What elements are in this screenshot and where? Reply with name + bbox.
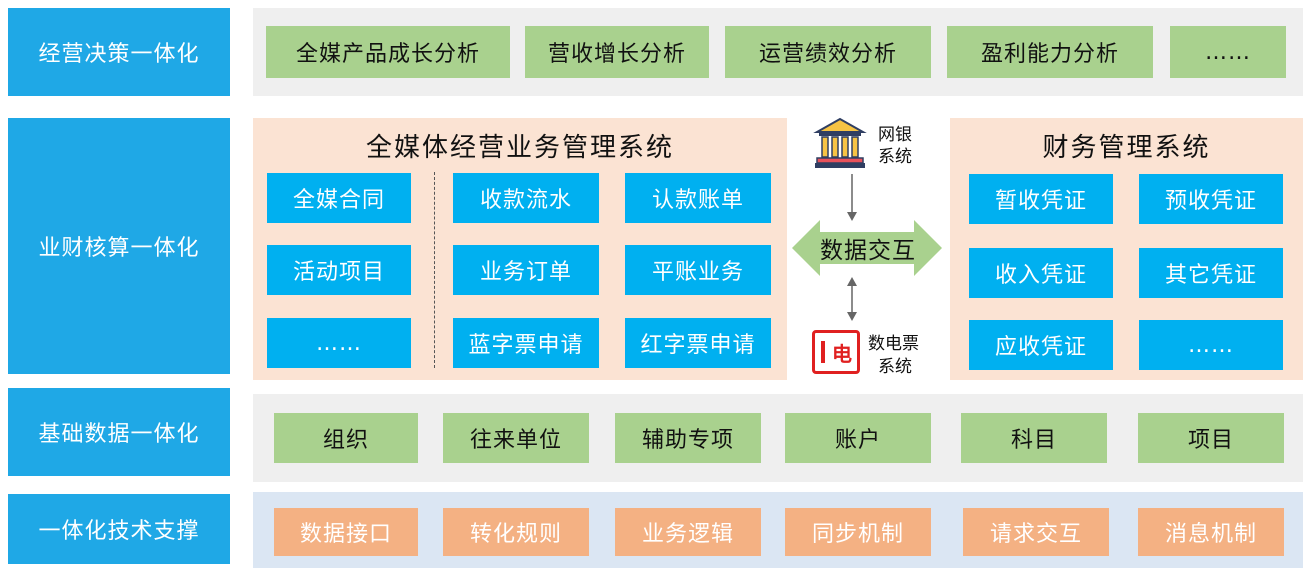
base-data-item: 组织 [274, 413, 418, 463]
business-item: 蓝字票申请 [453, 318, 599, 368]
base-data-item: 项目 [1138, 413, 1284, 463]
einvoice-icon-bar [821, 341, 825, 363]
analysis-item: 运营绩效分析 [725, 26, 931, 78]
business-item: 平账业务 [625, 245, 771, 295]
finance-item: 收入凭证 [969, 248, 1113, 298]
business-item: 活动项目 [267, 245, 411, 295]
bank-label: 网银 [878, 125, 912, 145]
finance-item: …… [1139, 320, 1283, 370]
tech-item: 转化规则 [443, 508, 589, 556]
finance-system-title: 财务管理系统 [1042, 132, 1211, 163]
base-data-item: 科目 [961, 413, 1107, 463]
business-item: 红字票申请 [625, 318, 771, 368]
business-item: …… [267, 318, 411, 368]
einvoice-label: 系统 [878, 357, 912, 377]
finance-item: 其它凭证 [1139, 248, 1283, 298]
base-data-panel [253, 394, 1303, 482]
einvoice-icon-text: 电 [832, 341, 852, 366]
analysis-item: 营收增长分析 [525, 26, 709, 78]
tech-item: 请求交互 [963, 508, 1109, 556]
bank-icon [813, 117, 867, 168]
tech-item: 数据接口 [274, 508, 418, 556]
analysis-item: …… [1170, 26, 1286, 78]
bank-label: 系统 [878, 147, 912, 167]
business-item: 全媒合同 [267, 173, 411, 223]
analysis-item: 全媒产品成长分析 [266, 26, 510, 78]
einvoice-icon: 电 [812, 330, 860, 374]
finance-item: 预收凭证 [1139, 174, 1283, 224]
row-label-accounting: 业财核算一体化 [8, 118, 230, 374]
base-data-item: 辅助专项 [615, 413, 761, 463]
tech-item: 消息机制 [1138, 508, 1284, 556]
business-system-title: 全媒体经营业务管理系统 [365, 132, 674, 163]
row-label-decision: 经营决策一体化 [8, 8, 230, 96]
finance-item: 应收凭证 [969, 320, 1113, 370]
exchange-label: 数据交互 [820, 238, 916, 264]
business-item: 认款账单 [625, 173, 771, 223]
divider [434, 172, 435, 368]
base-data-item: 往来单位 [443, 413, 589, 463]
arrows [792, 174, 942, 321]
business-item: 业务订单 [453, 245, 599, 295]
business-item: 收款流水 [453, 173, 599, 223]
tech-item: 业务逻辑 [615, 508, 761, 556]
analysis-item: 盈利能力分析 [947, 26, 1153, 78]
row-label-base-data: 基础数据一体化 [8, 388, 230, 476]
tech-item: 同步机制 [785, 508, 931, 556]
row-label-tech: 一体化技术支撑 [8, 494, 230, 564]
base-data-item: 账户 [785, 413, 931, 463]
einvoice-label: 数电票 [868, 334, 919, 354]
exchange-arrow [792, 220, 942, 276]
finance-item: 暂收凭证 [969, 174, 1113, 224]
tech-panel [253, 492, 1303, 568]
